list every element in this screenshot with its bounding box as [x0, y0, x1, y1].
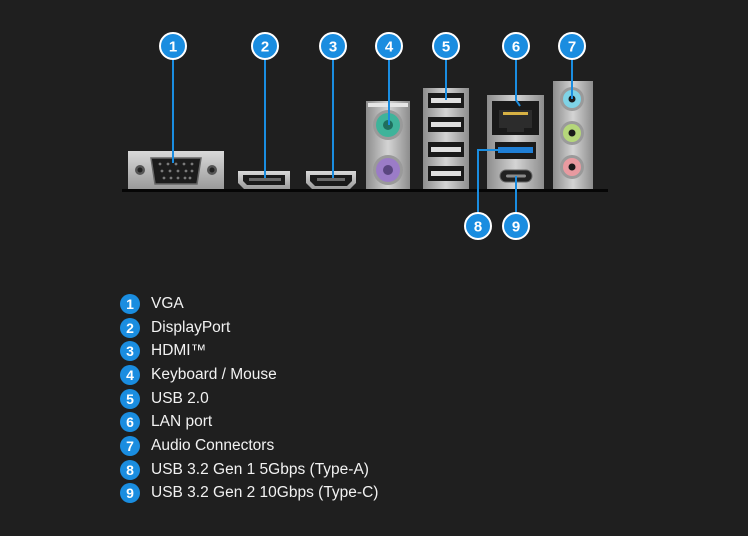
callout-4: 4	[375, 32, 403, 60]
legend-label: USB 3.2 Gen 1 5Gbps (Type-A)	[151, 460, 369, 478]
legend-label: Audio Connectors	[151, 436, 275, 454]
lan-port	[492, 101, 539, 135]
callout-3: 3	[319, 32, 347, 60]
callout-8: 8	[464, 212, 492, 240]
usb2-stack	[423, 88, 469, 189]
legend-number: 5	[120, 388, 140, 409]
callout-number: 5	[442, 39, 450, 56]
legend-item-usb32-gen1: 8 USB 3.2 Gen 1 5Gbps (Type-A)	[120, 458, 378, 482]
callout-5: 5	[432, 32, 460, 60]
rear-io-panel-diagram: 1 2 3 4 5 6 7 8 9	[122, 32, 608, 240]
legend-item-usb2: 5 USB 2.0	[120, 387, 378, 411]
legend-label: VGA	[151, 294, 184, 312]
callout-7: 7	[558, 32, 586, 60]
legend-number: 1	[120, 293, 140, 314]
callout-1: 1	[159, 32, 187, 60]
legend-label: Keyboard / Mouse	[151, 365, 277, 383]
callout-number: 1	[169, 39, 177, 56]
legend-number: 8	[120, 459, 140, 480]
legend-item-lan: 6 LAN port	[120, 410, 378, 434]
legend-label: USB 3.2 Gen 2 10Gbps (Type-C)	[151, 484, 379, 502]
lan-usb-stack	[487, 95, 544, 189]
callout-number: 7	[568, 39, 576, 56]
legend-item-displayport: 2 DisplayPort	[120, 316, 378, 340]
legend-number: 9	[120, 483, 140, 504]
legend-item-vga: 1 VGA	[120, 292, 378, 316]
legend-label: USB 2.0	[151, 389, 209, 407]
vga-port	[128, 151, 224, 189]
legend-item-hdmi: 3 HDMI™	[120, 339, 378, 363]
legend-number: 3	[120, 341, 140, 362]
callout-number: 8	[474, 219, 482, 236]
callout-number: 9	[512, 219, 520, 236]
legend-item-audio: 7 Audio Connectors	[120, 434, 378, 458]
legend-label: DisplayPort	[151, 318, 231, 336]
legend-item-usb32-gen2: 9 USB 3.2 Gen 2 10Gbps (Type-C)	[120, 482, 378, 506]
panel-baseline	[122, 189, 608, 192]
hdmi-port	[306, 171, 356, 189]
legend-number: 7	[120, 435, 140, 456]
callout-leader-lines	[172, 46, 573, 226]
legend-number: 2	[120, 317, 140, 338]
legend-label: LAN port	[151, 413, 213, 431]
legend-number: 6	[120, 412, 140, 433]
callout-6: 6	[502, 32, 530, 60]
legend-label: HDMI™	[151, 342, 207, 360]
usb32-gen1-port	[495, 142, 536, 159]
callout-number: 6	[512, 39, 520, 56]
legend-number: 4	[120, 364, 140, 385]
callout-2: 2	[251, 32, 279, 60]
port-legend: 1 VGA 2 DisplayPort 3 HDMI™ 4 Keyboard / Mou…	[120, 292, 378, 505]
callout-number: 3	[329, 39, 337, 56]
displayport	[238, 171, 290, 189]
callout-number: 2	[261, 39, 269, 56]
legend-item-keyboard-mouse: 4 Keyboard / Mouse	[120, 363, 378, 387]
callout-9: 9	[502, 212, 530, 240]
callout-number: 4	[385, 39, 394, 56]
